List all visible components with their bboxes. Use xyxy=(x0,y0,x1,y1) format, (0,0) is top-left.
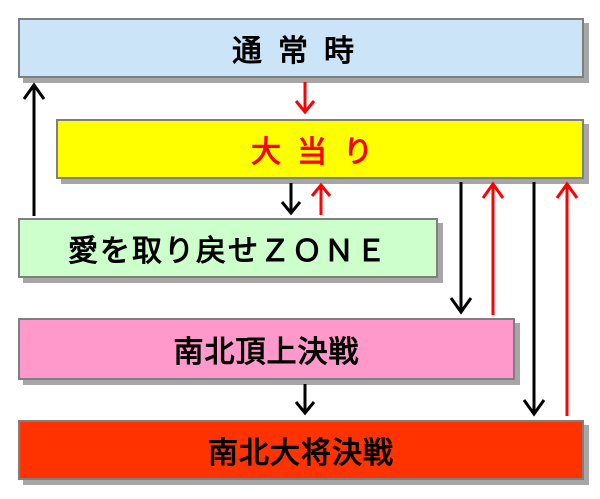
edge-zone-to-normal xyxy=(22,82,46,216)
edge-normal-to-jackpot xyxy=(294,82,316,115)
edge-jackpot-to-zone xyxy=(280,183,302,216)
edge-general-to-jackpot xyxy=(555,181,579,416)
node-south-label: 南北頂上決戦 xyxy=(173,335,360,370)
edge-south-to-jackpot xyxy=(481,181,505,315)
node-jackpot: 大当り xyxy=(56,119,584,179)
node-general-label: 南北大将決戦 xyxy=(208,436,394,471)
edge-jackpot-to-south xyxy=(449,182,473,315)
node-zone-label: 愛を取り戻せＺＯＮＥ xyxy=(68,234,388,269)
node-normal-label: 通常時 xyxy=(232,34,370,69)
edge-zone-to-jackpot xyxy=(310,182,332,215)
node-jackpot-label: 大当り xyxy=(251,135,389,170)
node-zone: 愛を取り戻せＺＯＮＥ xyxy=(18,218,438,278)
node-normal: 通常時 xyxy=(18,18,584,78)
node-general-battle: 南北大将決戦 xyxy=(18,420,584,480)
edge-jackpot-to-general xyxy=(522,182,546,417)
node-south-summit-battle: 南北頂上決戦 xyxy=(18,318,515,380)
edge-south-to-general xyxy=(294,384,316,416)
